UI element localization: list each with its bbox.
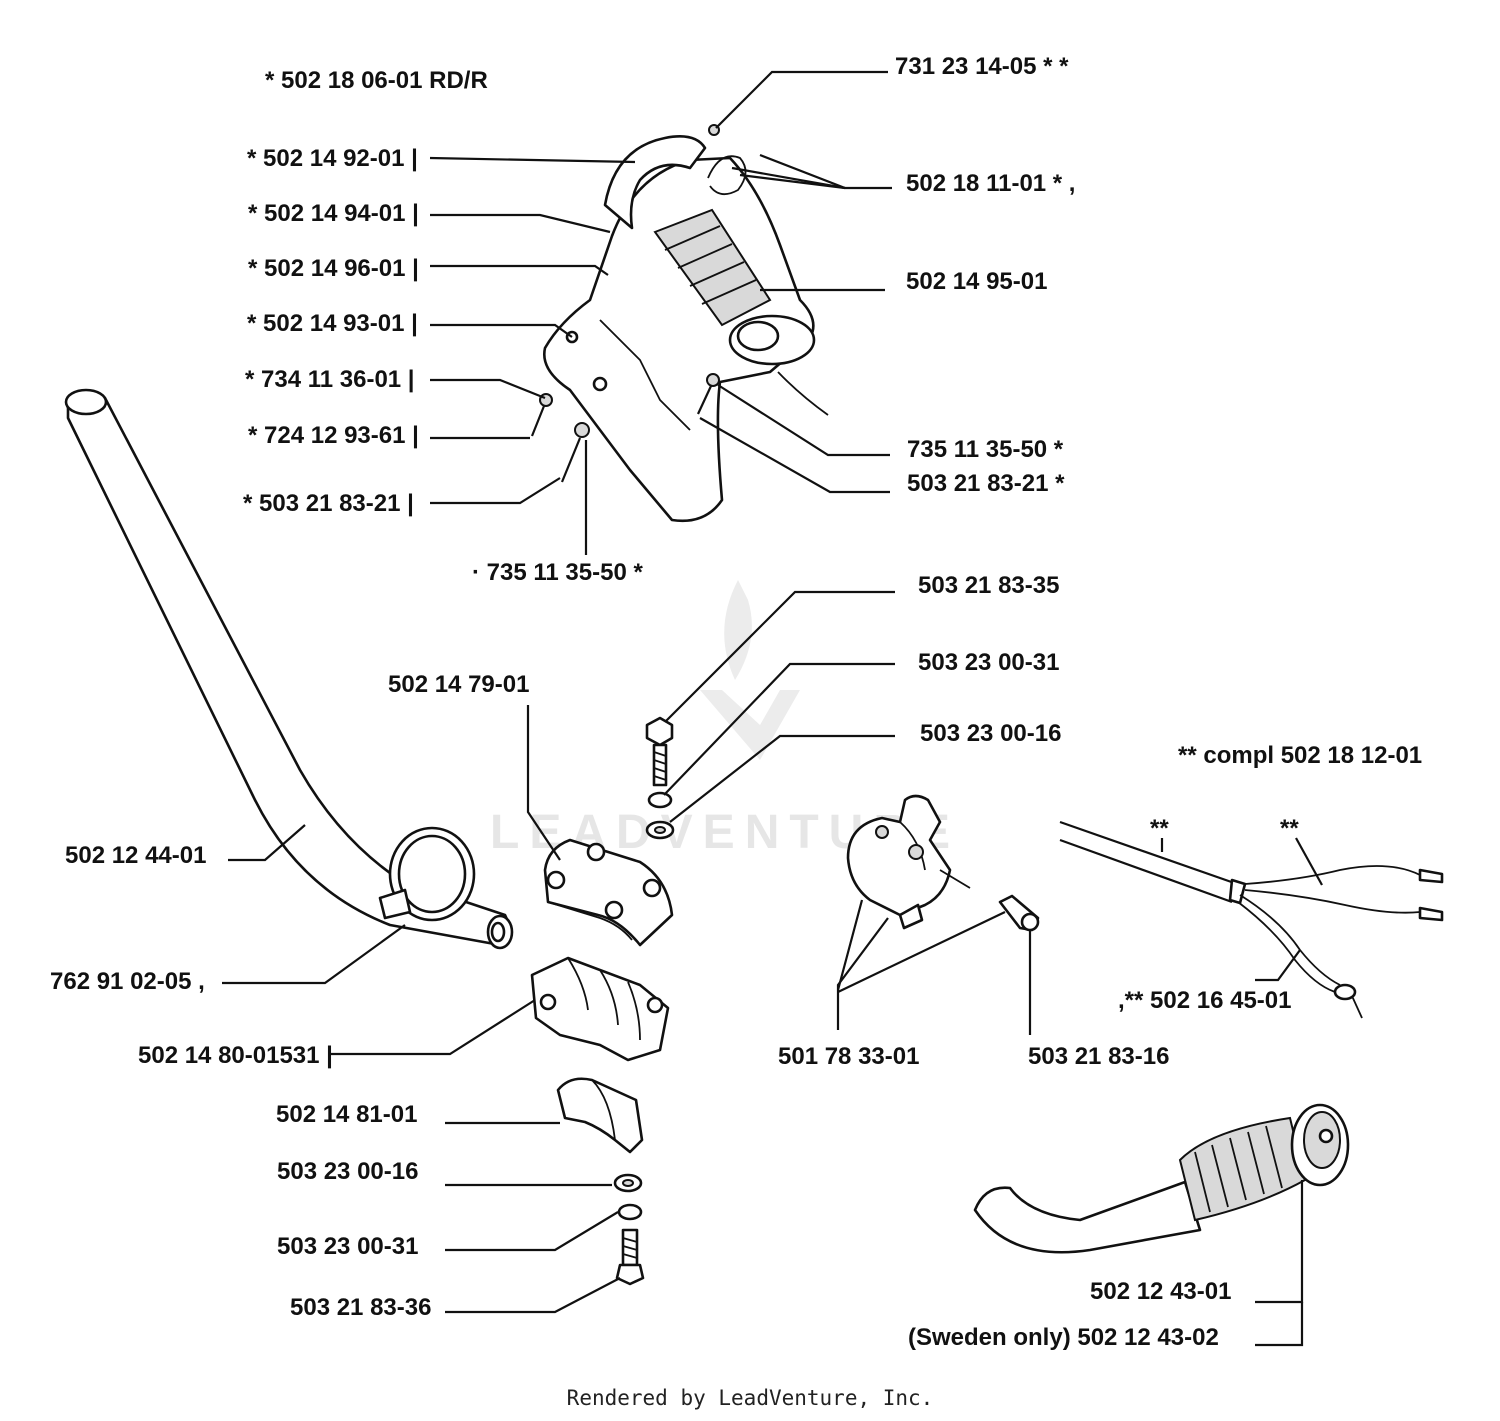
label-503-23-00-16-top: 503 23 00-16 [920, 720, 1061, 747]
label-502-14-81-01: 502 14 81-01 [276, 1101, 417, 1128]
label-503-21-83-21-right: 503 21 83-21 * [907, 470, 1065, 497]
label-724-12-93-61: * 724 12 93-61 | [248, 422, 419, 449]
clamp-parts-drawing [530, 716, 675, 1286]
part-labels: * 502 18 06-01 RD/R 731 23 14-05 * * * 5… [50, 53, 1422, 1351]
watermark: LEADVENTURE [490, 580, 950, 859]
label-762-91-02-05: 762 91 02-05 , [50, 968, 205, 995]
label-503-21-83-36: 503 21 83-36 [290, 1294, 431, 1321]
label-502-14-94-01: * 502 14 94-01 | [248, 200, 419, 227]
leader-lines [222, 70, 1323, 1347]
label-502-14-95-01: 502 14 95-01 [906, 268, 1047, 295]
watermark-v-icon [700, 690, 800, 760]
label-734-11-36-01: * 734 11 36-01 | [245, 366, 415, 393]
label-double-star-a: ** [1150, 815, 1169, 842]
label-double-star-b: ** [1280, 815, 1299, 842]
throttle-handle-drawing [530, 124, 829, 523]
label-503-23-00-16-bottom: 503 23 00-16 [277, 1158, 418, 1185]
label-503-23-00-31-top: 503 23 00-31 [918, 649, 1059, 676]
label-502-14-92-01: * 502 14 92-01 | [247, 145, 418, 172]
label-502-14-96-01: * 502 14 96-01 | [248, 255, 419, 282]
label-731-23-14-05: 731 23 14-05 * * [895, 53, 1069, 80]
label-503-21-83-21-left: * 503 21 83-21 | [243, 490, 414, 517]
label-502-16-45-01: ,** 502 16 45-01 [1118, 987, 1291, 1014]
label-735-11-35-50-bottom: · 735 11 35-50 * [472, 559, 643, 586]
label-503-21-83-35: 503 21 83-35 [918, 572, 1059, 599]
label-502-14-80-01531: 502 14 80-01531 | [138, 1042, 333, 1069]
cable-drawing [1059, 820, 1444, 1019]
footer-credit: Rendered by LeadVenture, Inc. [566, 1386, 934, 1410]
label-735-11-35-50-right: 735 11 35-50 * [907, 436, 1064, 463]
label-501-78-33-01: 501 78 33-01 [778, 1043, 919, 1070]
label-503-21-83-16: 503 21 83-16 [1028, 1043, 1169, 1070]
label-sweden-502-12-43-02: (Sweden only) 502 12 43-02 [908, 1324, 1219, 1351]
label-503-23-00-31-bottom: 503 23 00-31 [277, 1233, 418, 1260]
cable-clip-drawing [846, 794, 1040, 932]
label-502-12-43-01: 502 12 43-01 [1090, 1278, 1231, 1305]
label-502-18-06-01-rdr: * 502 18 06-01 RD/R [265, 67, 488, 94]
label-502-12-44-01: 502 12 44-01 [65, 842, 206, 869]
label-502-14-93-01: * 502 14 93-01 | [247, 310, 418, 337]
handle-tube-drawing [64, 388, 514, 950]
label-502-18-11-01: 502 18 11-01 * , [906, 170, 1075, 197]
label-502-14-79-01: 502 14 79-01 [388, 671, 529, 698]
watermark-flame-icon [724, 580, 752, 680]
loop-handle-grip-drawing [973, 1103, 1350, 1254]
label-compl-502-18-12-01: ** compl 502 18 12-01 [1178, 742, 1422, 769]
